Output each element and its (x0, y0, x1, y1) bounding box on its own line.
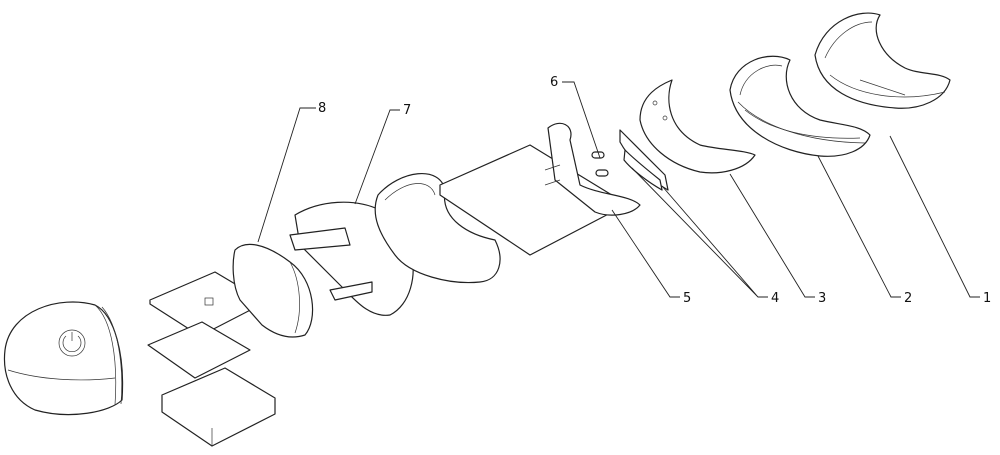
part-6-pins (591, 151, 609, 177)
leader-lines (257, 81, 980, 298)
housing-cap (3, 301, 124, 416)
label-4: 4 (771, 291, 779, 306)
label-7: 7 (403, 103, 411, 118)
label-2: 2 (904, 291, 912, 306)
label-8: 8 (318, 101, 326, 116)
part-4-strips (619, 129, 669, 191)
label-6: 6 (550, 75, 558, 90)
part-7-mouthpiece-frame (289, 173, 501, 316)
part-3-band (639, 79, 756, 174)
label-3: 3 (818, 291, 826, 306)
label-5: 5 (683, 291, 691, 306)
part-1-tray (814, 12, 951, 109)
label-1: 1 (983, 291, 991, 306)
part-5-tray (439, 122, 641, 256)
part-2-tray (729, 55, 871, 157)
part-8-front-shell (232, 243, 314, 338)
